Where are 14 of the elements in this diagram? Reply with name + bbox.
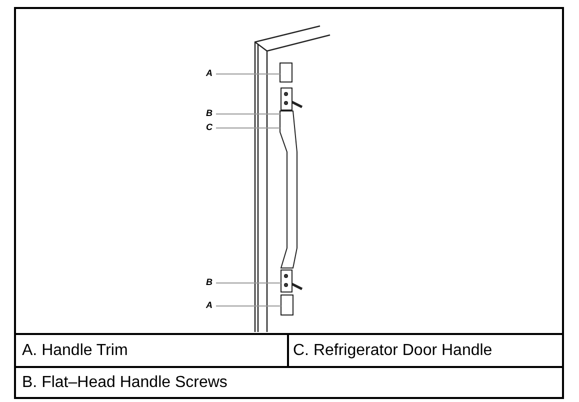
screw-bracket-drawing — [280, 88, 303, 110]
handle-trim — [280, 294, 294, 316]
screw-bracket-drawing — [280, 270, 303, 292]
handle-trim — [280, 62, 292, 82]
callout-letter: C — [206, 123, 212, 132]
callout-letter: A — [206, 69, 212, 78]
leader-line — [216, 282, 282, 284]
legend-text: A. Handle Trim — [22, 340, 128, 360]
callout-letter: A — [206, 301, 212, 310]
callout-letter: B — [206, 109, 212, 118]
legend-text: B. Flat–Head Handle Screws — [22, 372, 228, 392]
callout-letter: B — [206, 278, 212, 287]
door-handle — [280, 110, 298, 268]
legend-text: C. Refrigerator Door Handle — [293, 340, 492, 360]
